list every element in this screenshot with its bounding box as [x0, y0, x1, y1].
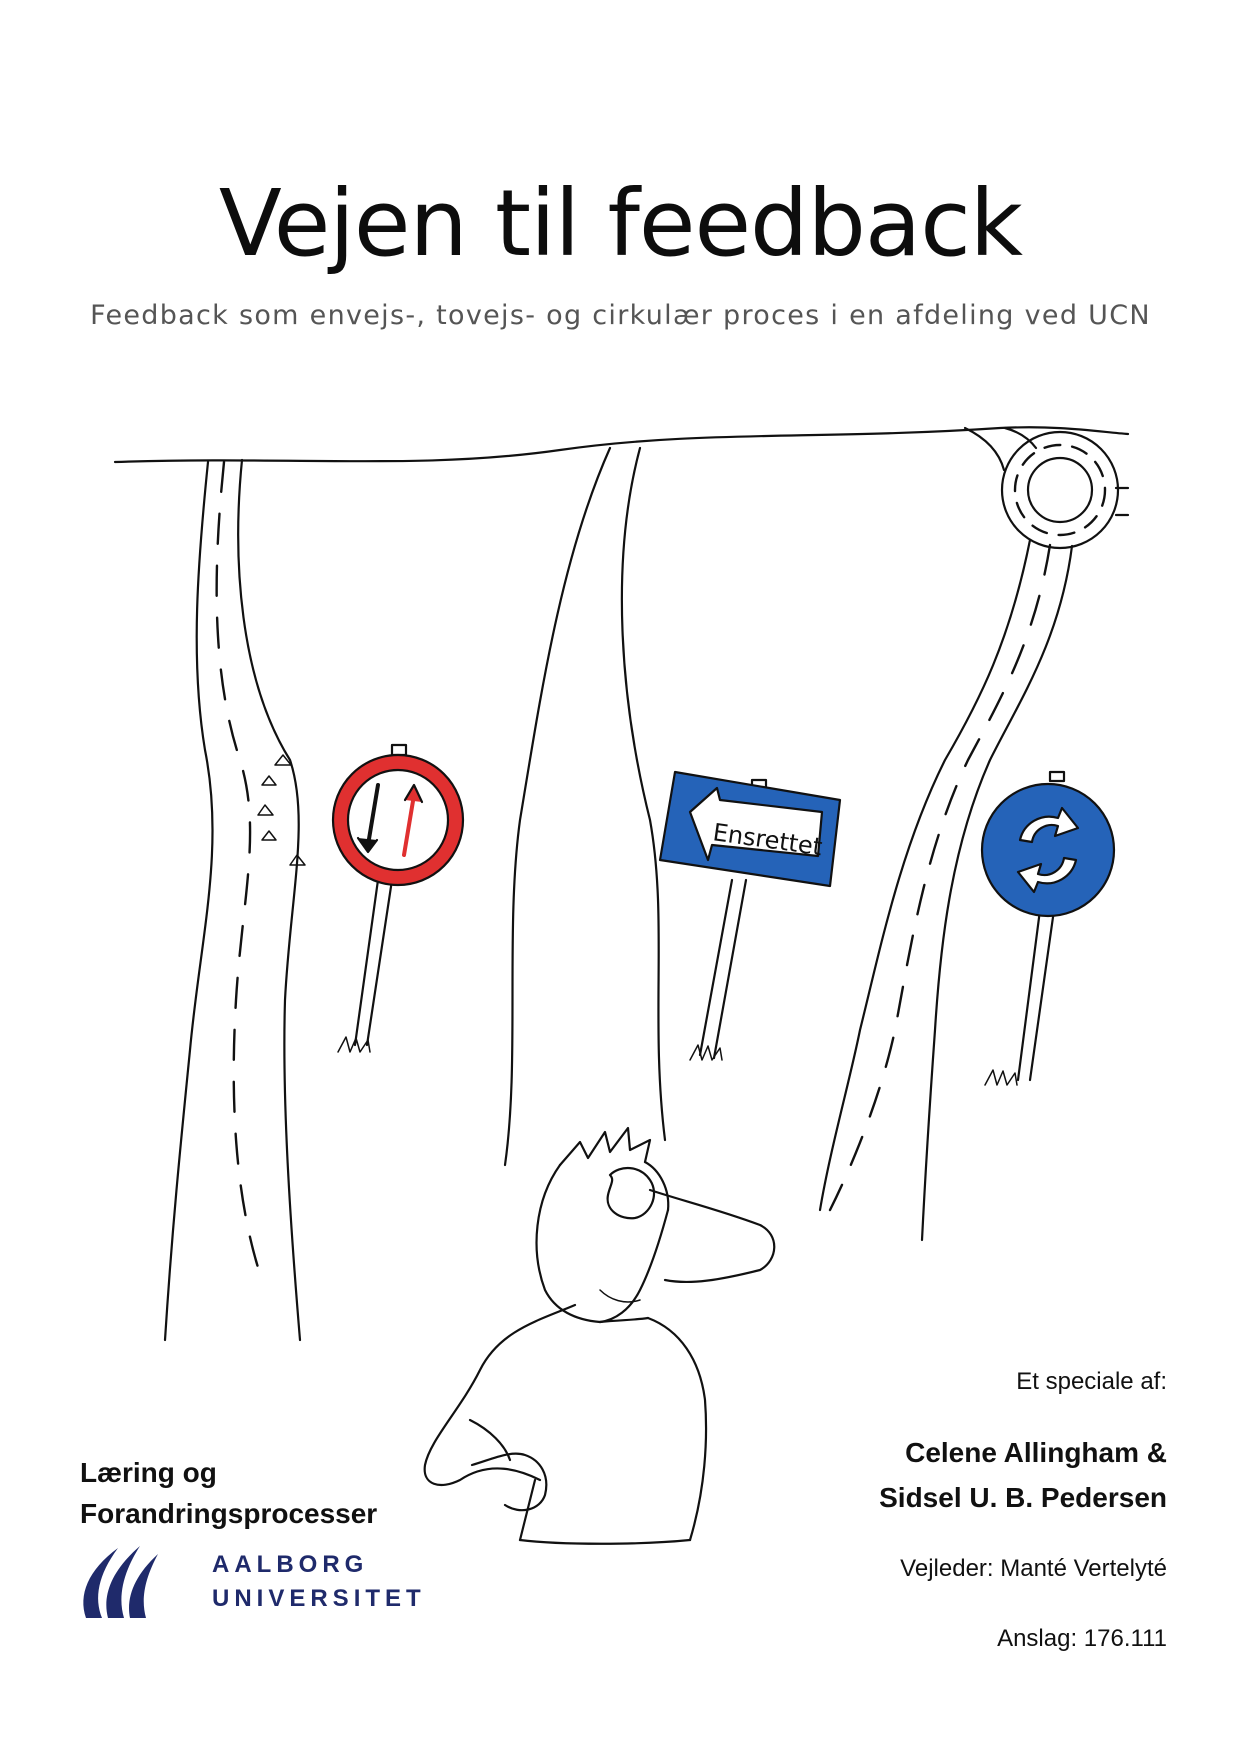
one-way-sign-icon: Ensrettet — [658, 770, 842, 1061]
document-subtitle: Feedback som envejs-, tovejs- og cirkulæ… — [90, 300, 1151, 331]
confused-person-icon — [423, 1126, 776, 1545]
right-road — [818, 426, 1130, 1242]
middle-road — [503, 446, 667, 1167]
horizon-line — [113, 426, 1130, 464]
author-name-1: Celene Allingham & — [905, 1437, 1167, 1468]
aau-logo-icon — [83, 1546, 158, 1618]
document-title: Vejen til feedback — [218, 170, 1023, 277]
character-count: Anslag: 176.111 — [997, 1625, 1167, 1652]
university-name-line-1: AALBORG — [212, 1551, 369, 1578]
left-road — [163, 458, 306, 1342]
roundabout-sign-icon — [980, 770, 1116, 1086]
supervisor: Vejleder: Manté Vertelyté — [900, 1555, 1167, 1582]
byline: Et speciale af: — [1016, 1368, 1167, 1395]
program-line-2: Forandringsprocesser — [80, 1498, 378, 1529]
university-name-line-2: UNIVERSITET — [212, 1585, 426, 1612]
no-overtaking-sign-icon — [331, 743, 465, 1053]
university-name: AALBORG UNIVERSITET — [212, 1548, 426, 1616]
author-name-2: Sidsel U. B. Pedersen — [879, 1482, 1167, 1513]
program-line-1: Læring og — [80, 1457, 217, 1488]
study-program: Læring og Forandringsprocesser — [80, 1452, 377, 1534]
